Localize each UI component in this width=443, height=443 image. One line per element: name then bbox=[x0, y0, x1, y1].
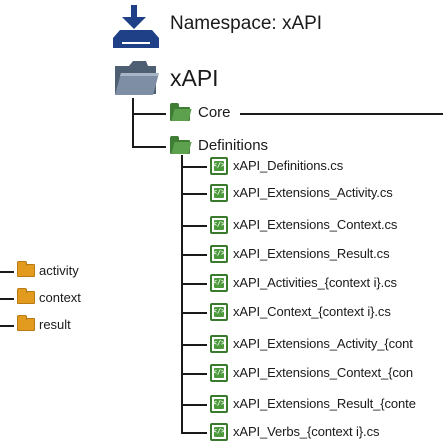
file-label: xAPI_Extensions_Result.cs bbox=[233, 246, 390, 261]
file-label: xAPI_Extensions_Result_{conte bbox=[233, 396, 416, 411]
tree-connector bbox=[0, 271, 14, 273]
tree-connector bbox=[132, 98, 134, 147]
file-label: xAPI_Verbs_{context i}.cs bbox=[233, 424, 380, 439]
folder-icon bbox=[170, 136, 190, 154]
file-label: xAPI_Definitions.cs bbox=[233, 158, 344, 173]
tree-connector bbox=[181, 166, 207, 168]
tree-connector bbox=[132, 113, 166, 115]
download-tray-icon bbox=[113, 5, 159, 48]
code-file-icon bbox=[210, 335, 228, 353]
left-folder-label: result bbox=[39, 317, 71, 332]
left-folder-label: context bbox=[39, 290, 81, 305]
file-label: xAPI_Activities_{context i}.cs bbox=[233, 275, 397, 290]
code-file-icon bbox=[210, 303, 228, 321]
tree-connector bbox=[181, 404, 207, 406]
tree-connector bbox=[181, 373, 207, 375]
code-file-icon bbox=[210, 216, 228, 234]
tree-connector bbox=[181, 283, 207, 285]
folder-icon bbox=[17, 315, 35, 331]
tree-connector bbox=[181, 344, 207, 346]
tree-connector bbox=[0, 325, 14, 327]
folder-icon bbox=[17, 288, 35, 304]
tree-connector bbox=[181, 225, 207, 227]
folder-icon bbox=[17, 261, 35, 277]
namespace-title: Namespace: xAPI bbox=[170, 13, 323, 34]
file-label: xAPI_Extensions_Context_{con bbox=[233, 365, 414, 380]
tree-connector bbox=[0, 298, 14, 300]
root-label: xAPI bbox=[170, 65, 219, 91]
folder-icon bbox=[115, 61, 159, 95]
code-file-icon bbox=[210, 395, 228, 413]
folder-label-definitions: Definitions bbox=[198, 137, 269, 154]
code-file-icon bbox=[210, 364, 228, 382]
code-file-icon bbox=[210, 423, 228, 441]
file-label: xAPI_Extensions_Context.cs bbox=[233, 217, 398, 232]
tree-connector bbox=[181, 432, 207, 434]
code-file-icon bbox=[210, 157, 228, 175]
tree-connector bbox=[181, 193, 207, 195]
folder-label-core: Core bbox=[198, 104, 231, 121]
tree-connector bbox=[181, 312, 207, 314]
code-file-icon bbox=[210, 184, 228, 202]
tree-connector bbox=[181, 155, 183, 433]
code-file-icon bbox=[210, 245, 228, 263]
core-connector bbox=[240, 113, 443, 115]
file-label: xAPI_Extensions_Activity.cs bbox=[233, 185, 393, 200]
code-file-icon bbox=[210, 274, 228, 292]
tree-connector bbox=[132, 146, 166, 148]
file-label: xAPI_Extensions_Activity_{cont bbox=[233, 336, 413, 351]
file-label: xAPI_Context_{context i}.cs bbox=[233, 304, 391, 319]
tree-connector bbox=[181, 254, 207, 256]
folder-icon bbox=[170, 103, 190, 121]
left-folder-label: activity bbox=[39, 263, 79, 278]
